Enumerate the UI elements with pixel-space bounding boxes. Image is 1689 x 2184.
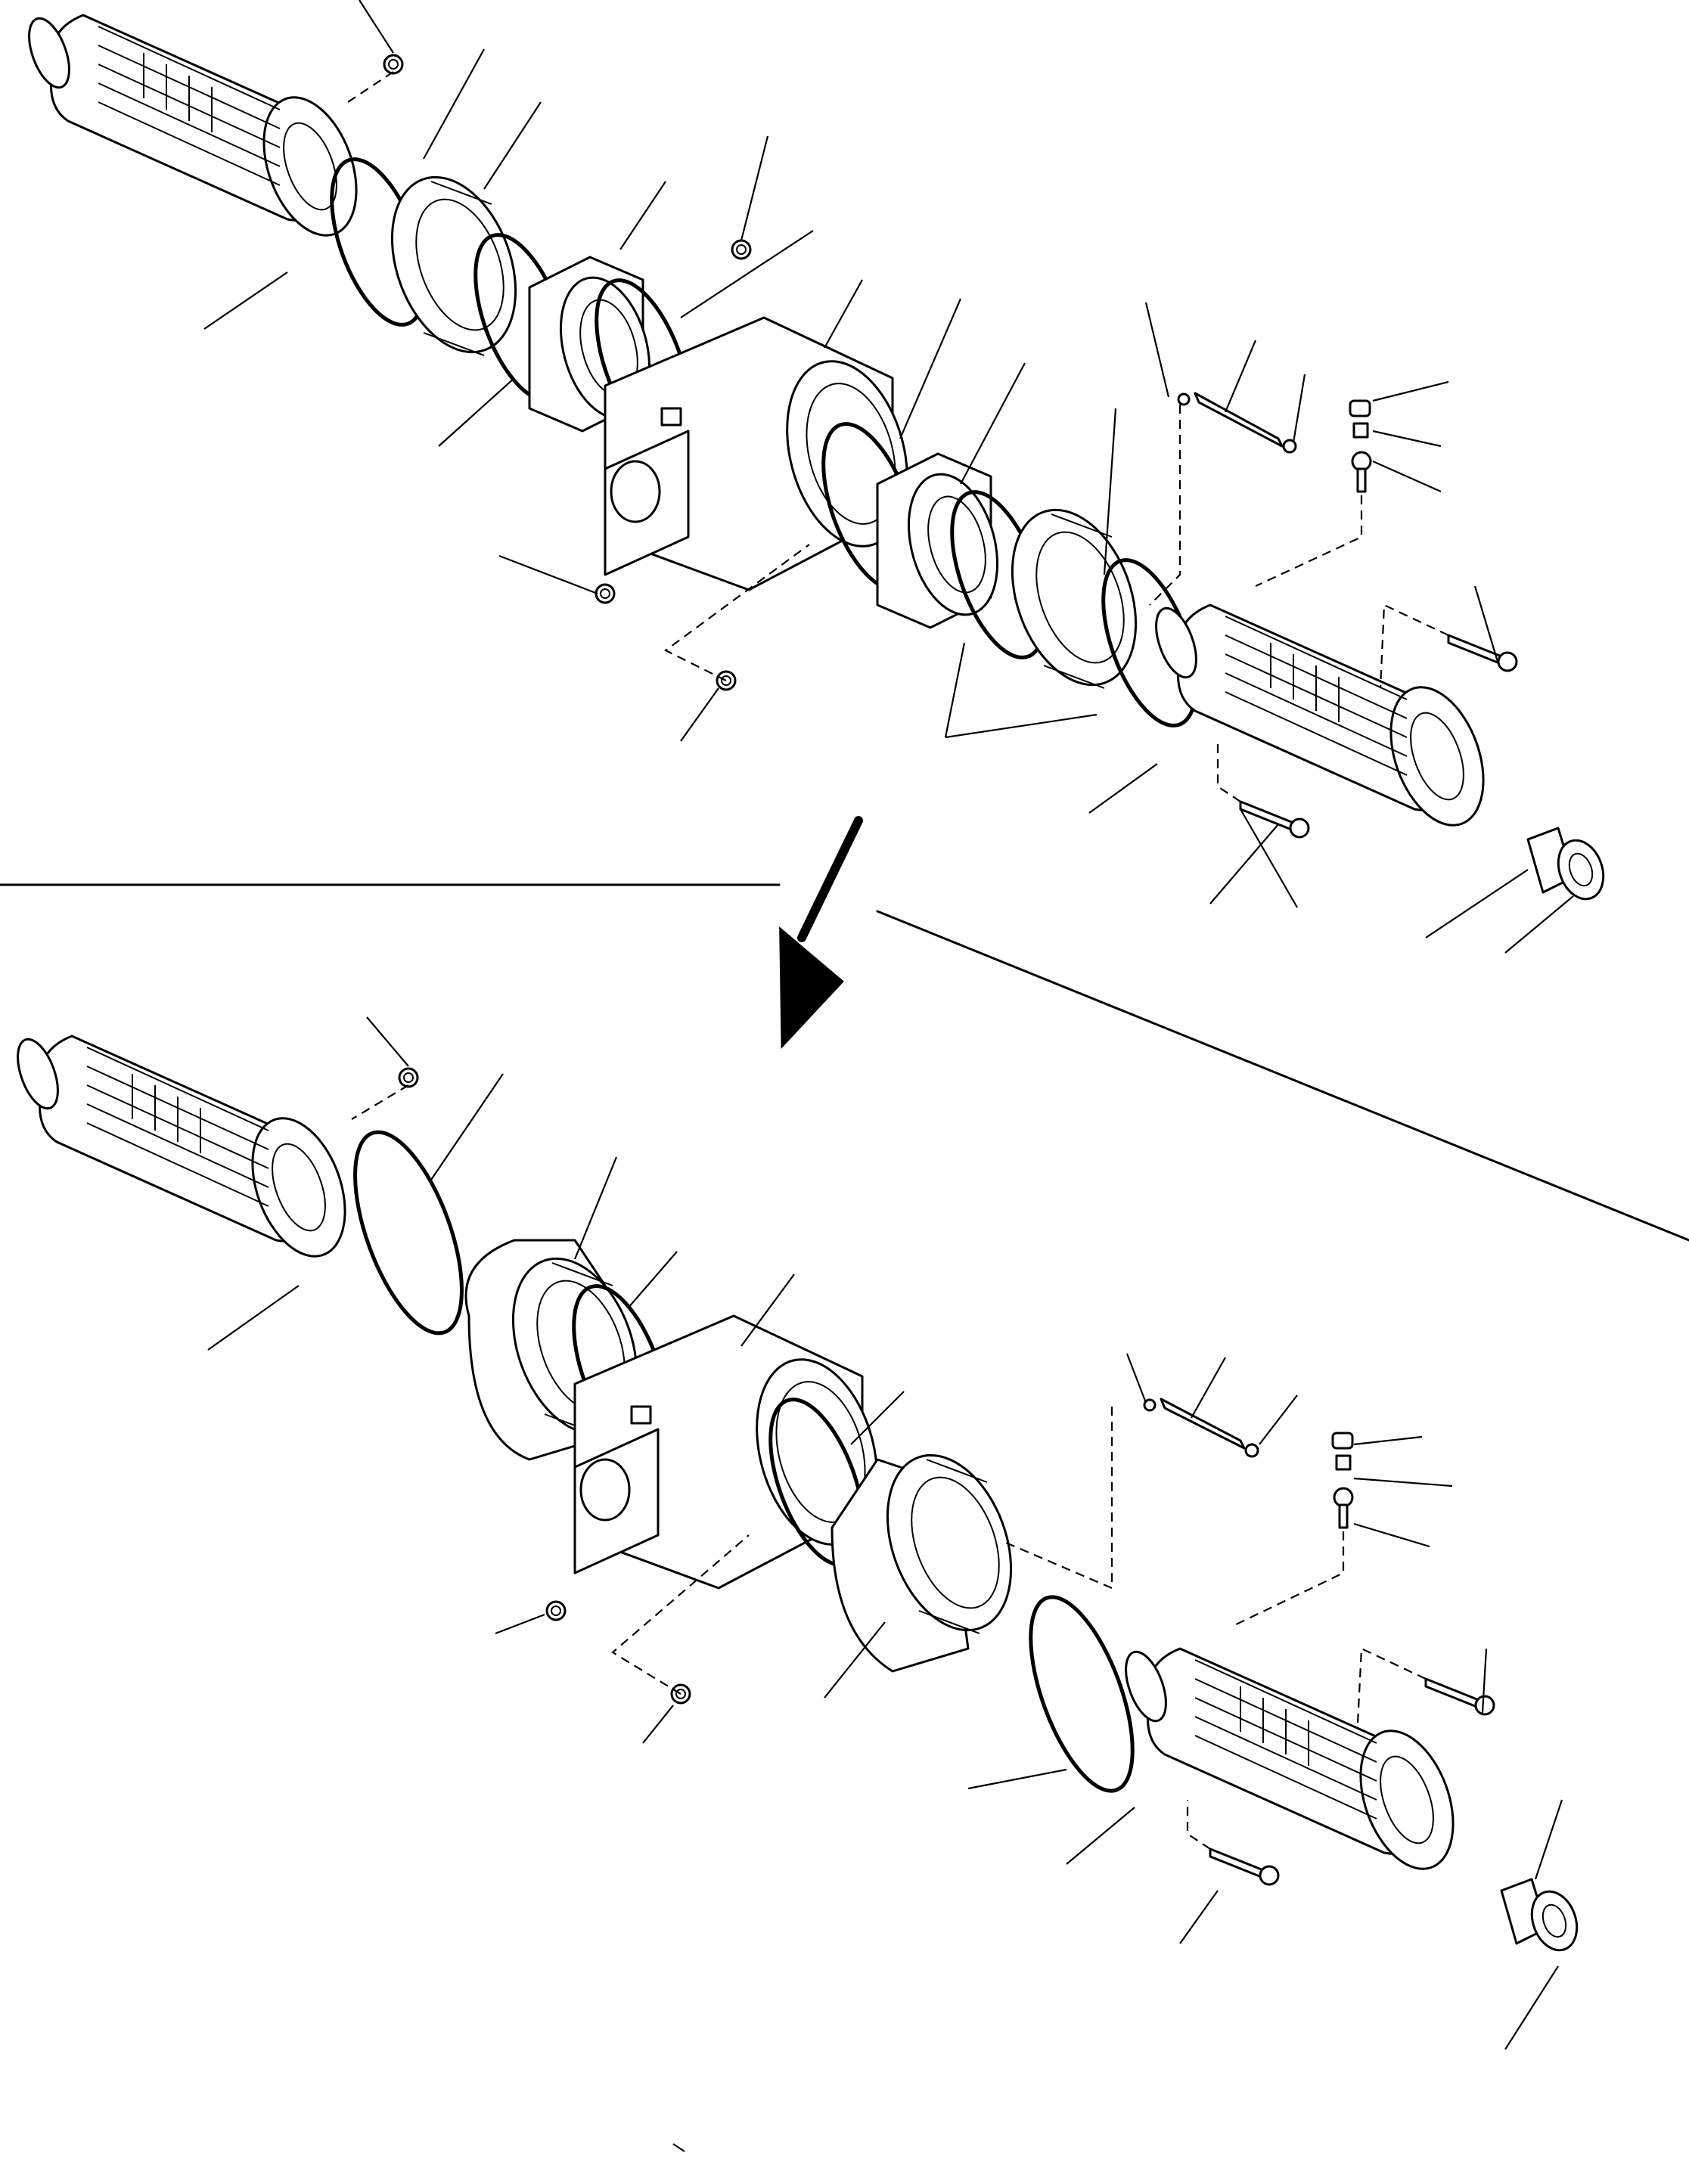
dash-line	[611, 1534, 750, 1695]
top-nut-left	[398, 1067, 419, 1088]
dash-line	[1379, 603, 1449, 689]
pin	[1177, 392, 1297, 454]
carrier-right	[876, 452, 1014, 629]
right-axle-housing	[1116, 1645, 1472, 1883]
bottom-assembly	[8, 1016, 1579, 2152]
breather	[1349, 399, 1372, 493]
large-o-ring-right	[1029, 1595, 1135, 1793]
dash-line	[1216, 741, 1241, 802]
bolt	[1447, 634, 1518, 672]
bolt	[1209, 1847, 1280, 1886]
drain-plug	[595, 583, 616, 604]
carrier-housing-left	[464, 1239, 661, 1461]
breather	[1331, 1432, 1354, 1529]
dash-line	[1005, 1407, 1113, 1590]
pin	[1143, 1398, 1259, 1458]
top-assembly	[20, 0, 1605, 954]
bushing	[1526, 827, 1605, 901]
dash-line	[1186, 1800, 1211, 1850]
tick-mark	[672, 2143, 685, 2152]
dash-line	[1232, 1531, 1345, 1627]
bolt	[1239, 800, 1310, 839]
section-divider	[0, 883, 1689, 1242]
carrier-housing-right	[831, 1437, 1035, 1673]
dash-line	[1356, 1647, 1427, 1725]
bushing	[1500, 1878, 1579, 1952]
leader-lines-bottom	[207, 1016, 1563, 2050]
dash-line	[663, 544, 810, 681]
drain-plug	[545, 1600, 567, 1621]
dash-line	[1149, 405, 1181, 606]
left-axle-housing	[8, 1032, 364, 1270]
dash-line	[347, 71, 394, 103]
dash-line	[351, 1084, 409, 1120]
large-o-ring	[353, 1130, 464, 1336]
dash-line	[1255, 495, 1363, 587]
left-axle-housing	[20, 11, 375, 250]
top-nut-left	[383, 54, 404, 75]
transition-arrow	[779, 816, 863, 1050]
leader-lines-top	[203, 0, 1574, 954]
small-plug	[731, 239, 752, 260]
